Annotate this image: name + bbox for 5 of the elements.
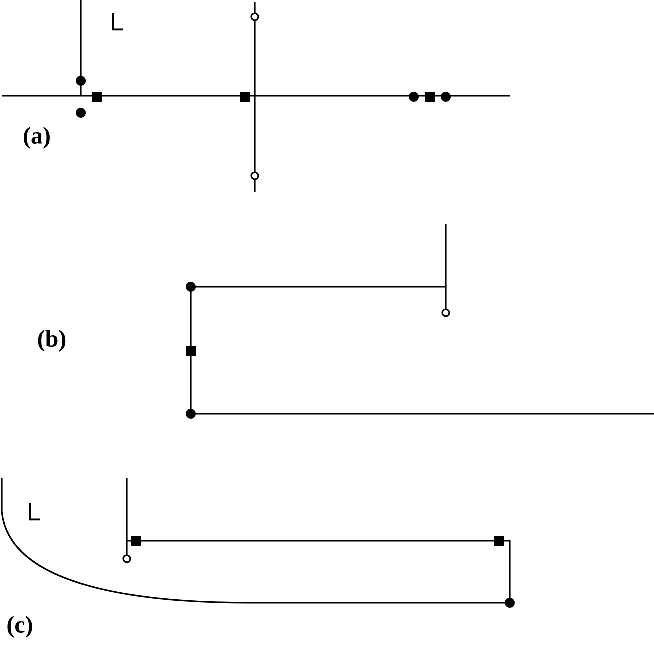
region-label: L (29, 503, 40, 521)
region-label: L (112, 13, 124, 31)
panel-label: (c) (8, 616, 32, 638)
panel-label: (b) (38, 330, 66, 352)
panel-label: (a) (24, 127, 50, 149)
